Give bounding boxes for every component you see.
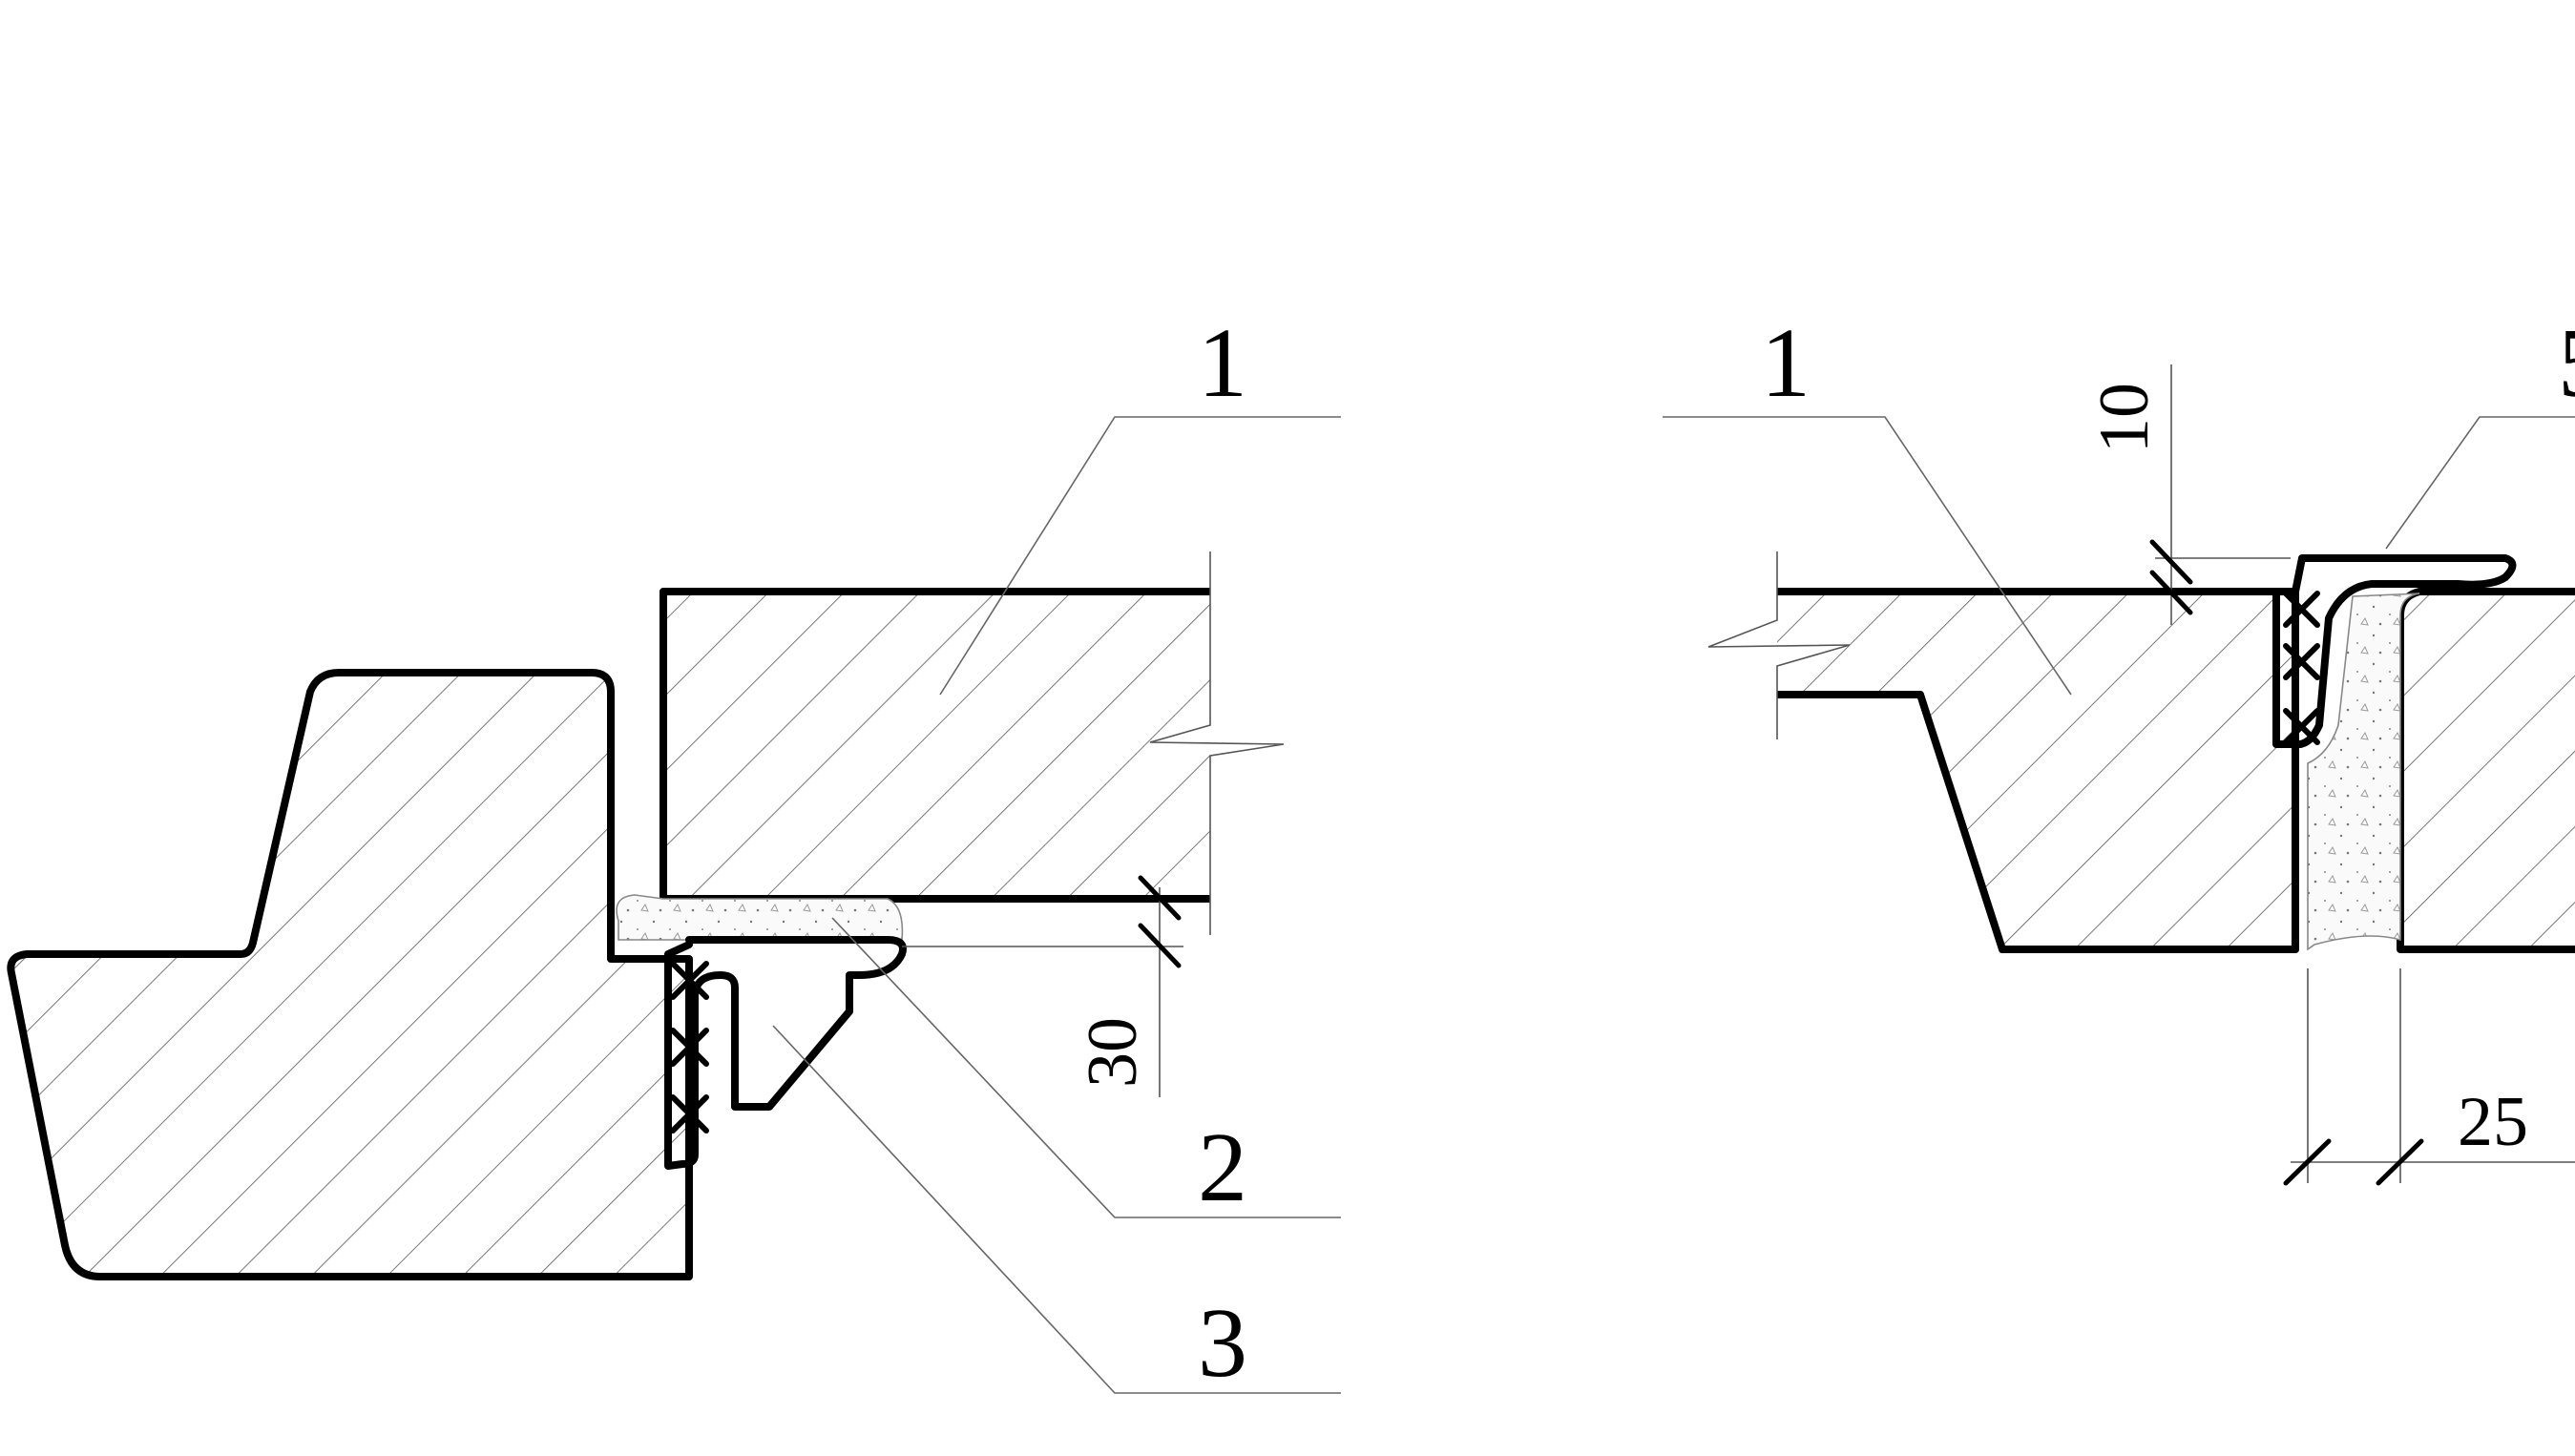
left-gap-dimension <box>902 875 1183 1097</box>
right-leader-5 <box>2385 416 2575 550</box>
right-right-element <box>2397 588 2575 953</box>
right-top-dimension-label: 10 <box>2085 383 2164 453</box>
right-break-line <box>1707 551 1851 739</box>
left-gap-label: 30 <box>1074 1017 1152 1088</box>
right-joint-sealant <box>2307 593 2420 951</box>
left-seal-crosses <box>670 961 709 1134</box>
left-top-block <box>659 588 1210 903</box>
left-angle-profile <box>664 936 907 1170</box>
right-seal-crosses <box>2283 591 2320 745</box>
left-leader-3 <box>772 1025 1341 1394</box>
right-joint-dimension <box>2283 968 2575 1186</box>
right-top-dimension <box>2149 364 2291 625</box>
left-break-line <box>1149 551 1285 935</box>
right-callout-5: 5 <box>2558 308 2575 418</box>
left-leader-2 <box>831 917 1341 1218</box>
right-left-element <box>1777 588 2299 953</box>
left-callout-2: 2 <box>1198 1113 1247 1222</box>
left-callout-1: 1 <box>1198 308 1247 418</box>
left-detail: 30 1 2 3 <box>7 308 1341 1398</box>
left-sealant-bead <box>616 894 904 941</box>
right-leader-1 <box>1663 416 2072 696</box>
left-stepped-base <box>7 669 693 1280</box>
right-callout-1: 1 <box>1761 308 1811 418</box>
right-joint-dimension-label: 25 <box>2458 1083 2528 1161</box>
right-detail: 10 25 1 5 <box>1663 308 2575 1186</box>
left-leader-1 <box>939 416 1341 696</box>
left-callout-3: 3 <box>1198 1288 1247 1398</box>
